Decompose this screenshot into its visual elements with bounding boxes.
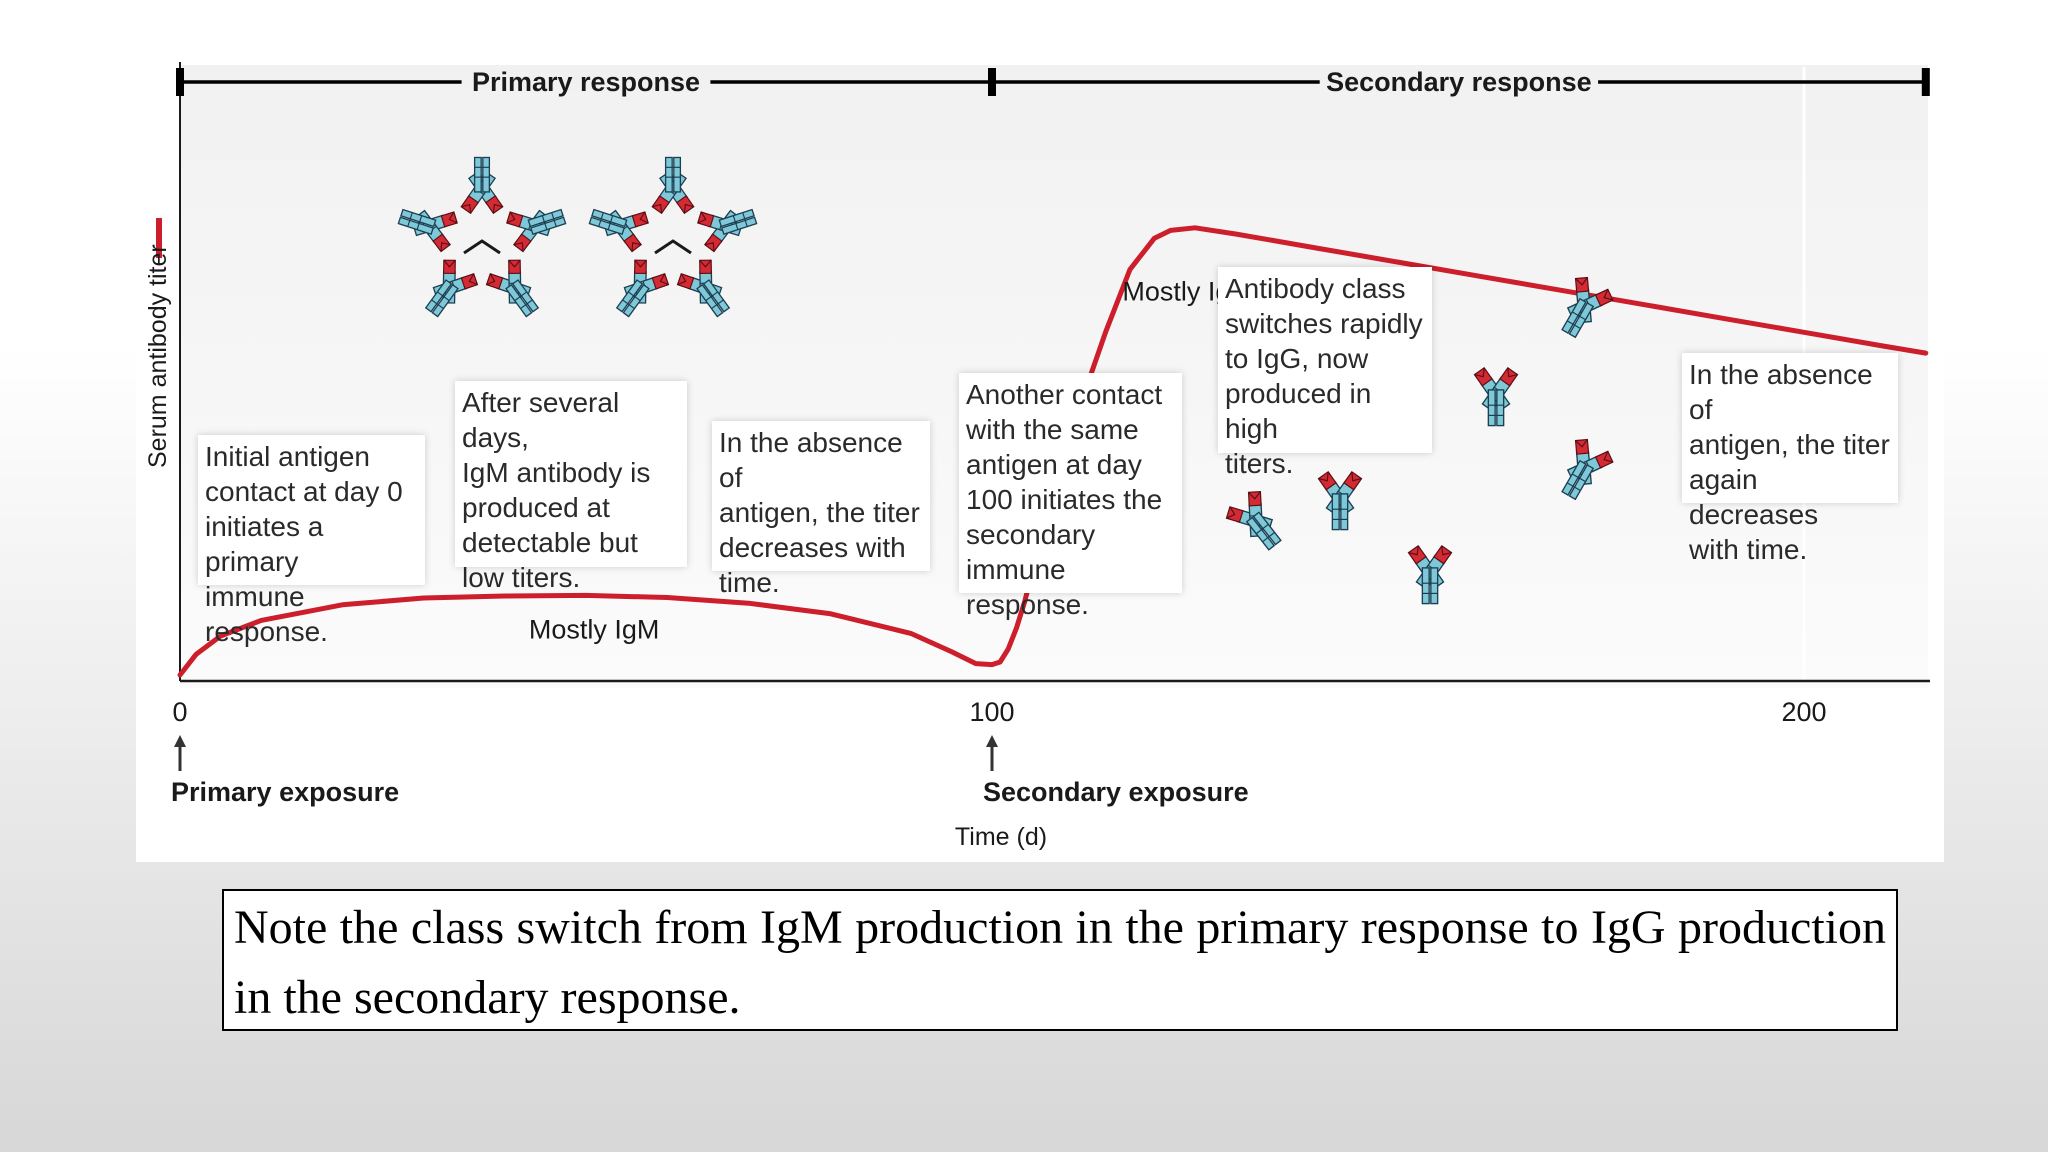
phase-bar: Primary response Secondary response: [176, 67, 1930, 97]
y-axis-marker: [156, 218, 162, 258]
phase-label: Secondary response: [1326, 67, 1592, 97]
caption-box: Note the class switch from IgM productio…: [222, 889, 1898, 1031]
callout-class-switch: Antibody class switches rapidly to IgG, …: [1218, 267, 1432, 479]
phase-label: Primary response: [472, 67, 700, 97]
titer-curve: [177, 225, 1929, 678]
x-tick-label: 200: [1781, 697, 1826, 727]
callout-igm-produced-text: After several days, IgM antibody is prod…: [462, 387, 651, 593]
curve-label: Mostly IgM: [529, 615, 660, 645]
x-tick-label: 0: [172, 697, 187, 727]
callout-titer-decreases-text: In the absence of antigen, the titer dec…: [719, 427, 920, 598]
caption-text: Note the class switch from IgM productio…: [234, 901, 1886, 1024]
callout-titer-again-decreases: In the absence of antigen, the titer aga…: [1682, 353, 1898, 565]
callout-secondary-contact: Another contact with the same antigen at…: [959, 373, 1182, 620]
x-axis-title: Time (d): [955, 823, 1047, 851]
callout-class-switch-text: Antibody class switches rapidly to IgG, …: [1225, 273, 1423, 479]
callout-secondary-contact-text: Another contact with the same antigen at…: [966, 379, 1163, 620]
x-tick-label: 100: [969, 697, 1014, 727]
callout-initial-contact-text: Initial antigen contact at day 0 initiat…: [205, 441, 403, 647]
exposure-arrow-head: [174, 735, 186, 747]
y-axis-title: Serum antibody titer: [144, 244, 172, 468]
exposure-markers: Primary exposure Secondary exposure: [171, 735, 1249, 807]
callout-titer-again-decreases-text: In the absence of antigen, the titer aga…: [1689, 359, 1890, 565]
y-axis-title-group: Serum antibody titer: [144, 218, 172, 468]
x-tick-labels: 0 100 200: [172, 697, 1826, 727]
callout-initial-contact: Initial antigen contact at day 0 initiat…: [198, 435, 425, 647]
exposure-arrow-head: [986, 735, 998, 747]
callout-titer-decreases: In the absence of antigen, the titer dec…: [712, 421, 930, 598]
exposure-label: Primary exposure: [171, 777, 399, 807]
callout-igm-produced: After several days, IgM antibody is prod…: [455, 381, 687, 593]
exposure-label: Secondary exposure: [983, 777, 1249, 807]
